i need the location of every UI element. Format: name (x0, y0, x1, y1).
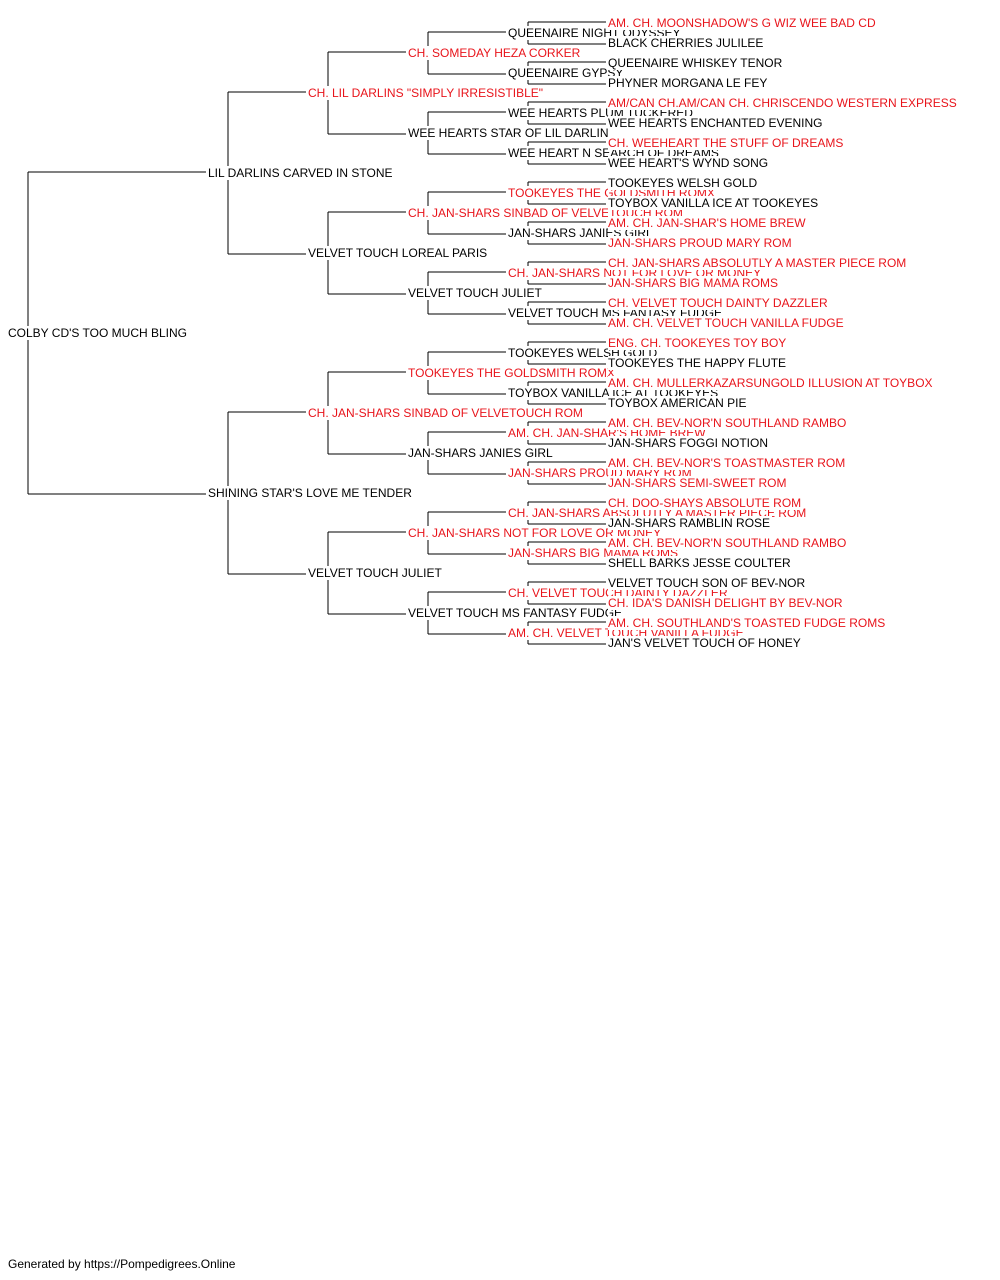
ggg-grandparent-name: BLACK CHERRIES JULILEE (608, 36, 766, 50)
ggg-grandparent-name: JAN'S VELVET TOUCH OF HONEY (608, 636, 803, 650)
subject-name: COLBY CD'S TOO MUCH BLING (8, 326, 189, 340)
great-grandparent-name: CH. SOMEDAY HEZA CORKER (408, 46, 583, 60)
great-grandparent-name: VELVET TOUCH MS FANTASY FUDGE (408, 606, 625, 620)
ggg-grandparent-name: PHYNER MORGANA LE FEY (608, 76, 770, 90)
ggg-grandparent-name: WEE HEARTS ENCHANTED EVENING (608, 116, 825, 130)
gg-grandparent-name: QUEENAIRE GYPSY (508, 66, 626, 80)
ggg-grandparent-name: VELVET TOUCH SON OF BEV-NOR (608, 576, 808, 590)
great-grandparent-name: WEE HEARTS STAR OF LIL DARLIN (408, 126, 611, 140)
ggg-grandparent-name: AM/CAN CH.AM/CAN CH. CHRISCENDO WESTERN … (608, 96, 959, 110)
ggg-grandparent-name: AM. CH. BEV-NOR'S TOASTMASTER ROM (608, 456, 848, 470)
great-grandparent-name: CH. JAN-SHARS NOT FOR LOVE OR MONEY (408, 526, 664, 540)
grandparent-name: VELVET TOUCH LOREAL PARIS (308, 246, 490, 260)
ggg-grandparent-name: TOYBOX VANILLA ICE AT TOOKEYES (608, 196, 821, 210)
grandparent-name: CH. LIL DARLINS "SIMPLY IRRESISTIBLE" (308, 86, 546, 100)
generated-by-footer: Generated by https://Pompedigrees.Online (8, 1257, 236, 1271)
ggg-grandparent-name: JAN-SHARS BIG MAMA ROMS (608, 276, 781, 290)
ggg-grandparent-name: TOOKEYES THE HAPPY FLUTE (608, 356, 789, 370)
parent-name: LIL DARLINS CARVED IN STONE (208, 166, 395, 180)
ggg-grandparent-name: QUEENAIRE WHISKEY TENOR (608, 56, 785, 70)
great-grandparent-name: TOOKEYES THE GOLDSMITH ROMX (408, 366, 617, 380)
ggg-grandparent-name: AM. CH. MULLERKAZARSUNGOLD ILLUSION AT T… (608, 376, 935, 390)
ggg-grandparent-name: CH. JAN-SHARS ABSOLUTLY A MASTER PIECE R… (608, 256, 909, 270)
ggg-grandparent-name: JAN-SHARS RAMBLIN ROSE (608, 516, 773, 530)
ggg-grandparent-name: TOOKEYES WELSH GOLD (608, 176, 760, 190)
great-grandparent-name: VELVET TOUCH JULIET (408, 286, 544, 300)
ggg-grandparent-name: WEE HEART'S WYND SONG (608, 156, 771, 170)
ggg-grandparent-name: JAN-SHARS FOGGI NOTION (608, 436, 771, 450)
grandparent-name: CH. JAN-SHARS SINBAD OF VELVETOUCH ROM (308, 406, 585, 420)
ggg-grandparent-name: AM. CH. JAN-SHAR'S HOME BREW (608, 216, 808, 230)
ggg-grandparent-name: AM. CH. SOUTHLAND'S TOASTED FUDGE ROMS (608, 616, 888, 630)
ggg-grandparent-name: JAN-SHARS SEMI-SWEET ROM (608, 476, 789, 490)
ggg-grandparent-name: AM. CH. MOONSHADOW'S G WIZ WEE BAD CD (608, 16, 878, 30)
ggg-grandparent-name: ENG. CH. TOOKEYES TOY BOY (608, 336, 789, 350)
great-grandparent-name: JAN-SHARS JANIES GIRL (408, 446, 555, 460)
ggg-grandparent-name: SHELL BARKS JESSE COULTER (608, 556, 793, 570)
ggg-grandparent-name: CH. DOO-SHAYS ABSOLUTE ROM (608, 496, 804, 510)
ggg-grandparent-name: AM. CH. BEV-NOR'N SOUTHLAND RAMBO (608, 536, 849, 550)
ggg-grandparent-name: AM. CH. BEV-NOR'N SOUTHLAND RAMBO (608, 416, 849, 430)
parent-name: SHINING STAR'S LOVE ME TENDER (208, 486, 414, 500)
ggg-grandparent-name: AM. CH. VELVET TOUCH VANILLA FUDGE (608, 316, 846, 330)
ggg-grandparent-name: TOYBOX AMERICAN PIE (608, 396, 749, 410)
ggg-grandparent-name: CH. WEEHEART THE STUFF OF DREAMS (608, 136, 846, 150)
ggg-grandparent-name: JAN-SHARS PROUD MARY ROM (608, 236, 794, 250)
grandparent-name: VELVET TOUCH JULIET (308, 566, 444, 580)
ggg-grandparent-name: CH. IDA'S DANISH DELIGHT BY BEV-NOR (608, 596, 845, 610)
ggg-grandparent-name: CH. VELVET TOUCH DAINTY DAZZLER (608, 296, 830, 310)
